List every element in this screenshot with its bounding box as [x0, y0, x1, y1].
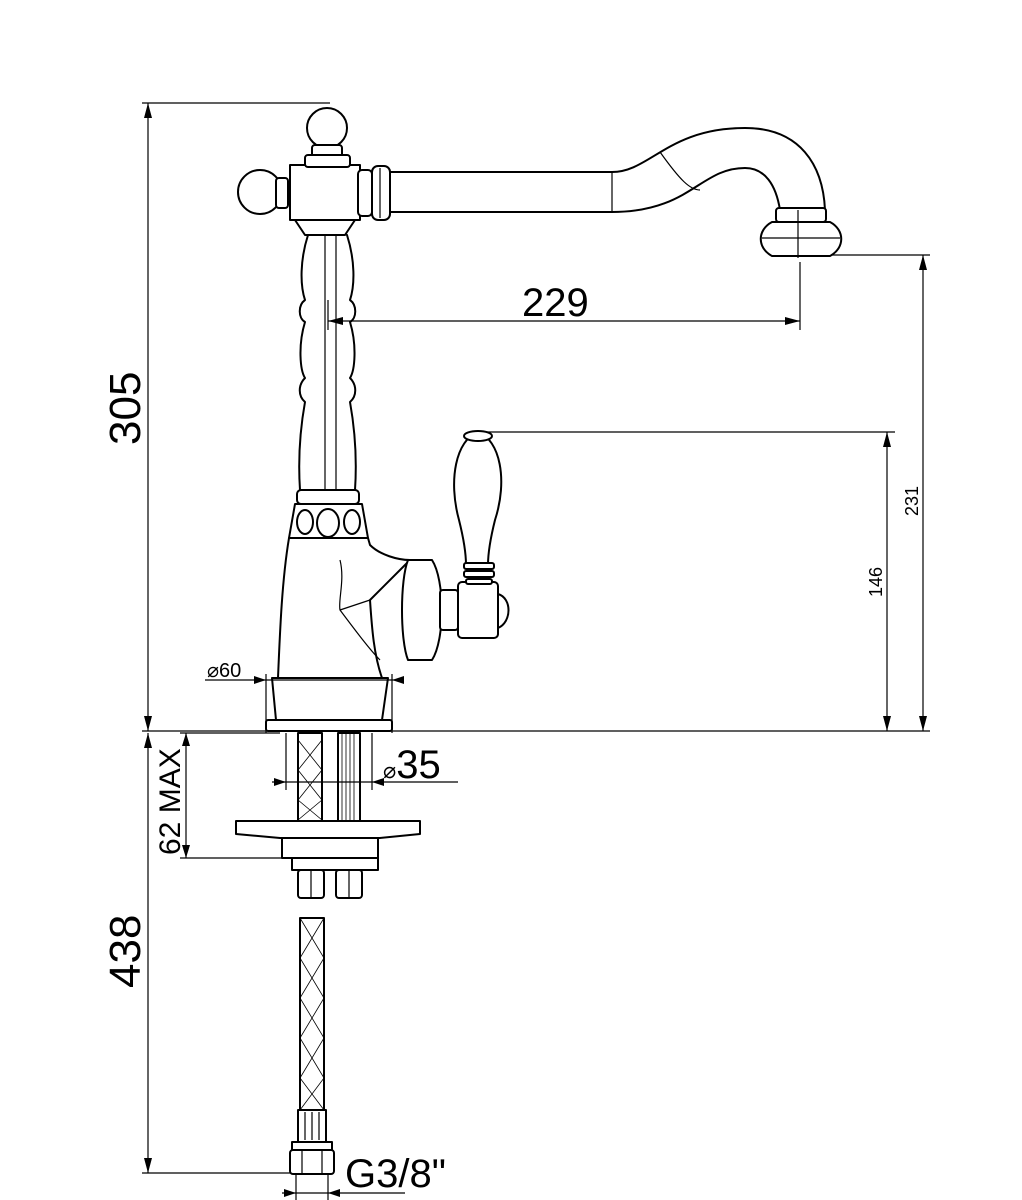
aerator: [759, 207, 843, 258]
label-base-diameter: ⌀60: [207, 660, 241, 682]
base: [271, 677, 389, 721]
label-hose-length: 438: [101, 915, 150, 988]
side-knob: [237, 169, 289, 215]
dim-spout-reach: [328, 317, 800, 325]
base-diameter-value: 60: [219, 660, 241, 682]
label-shank-diameter: ⌀35: [383, 743, 441, 787]
dim-thread: [282, 1189, 405, 1197]
mounting-plate: [235, 820, 421, 839]
mounting-kit: [235, 732, 421, 899]
dim-total-height: [144, 103, 152, 731]
top-knob: [306, 107, 348, 158]
diameter-symbol: ⌀: [207, 660, 219, 682]
hose-nut: [289, 1149, 335, 1175]
label-lever-height: 146: [866, 567, 886, 597]
shank-diameter-value: 35: [396, 743, 441, 787]
lever-handle: [453, 430, 503, 585]
spout-pipe: [389, 127, 826, 213]
diameter-symbol: ⌀: [383, 758, 396, 783]
dim-lever-height: [883, 432, 891, 731]
label-deck-thickness: 62 MAX: [154, 748, 187, 855]
label-spout-reach: 229: [522, 281, 589, 325]
label-spout-height: 231: [902, 486, 922, 516]
extension-lines: [142, 102, 930, 1174]
dim-spout-height: [919, 255, 927, 731]
label-total-height: 305: [101, 372, 150, 445]
dim-base-diameter: [205, 674, 404, 733]
flex-hose: [289, 917, 335, 1200]
dim-deck-thickness: [182, 733, 190, 858]
lower-body: [277, 537, 411, 679]
dim-hose-length: [144, 733, 152, 1173]
head-block: [289, 164, 361, 221]
faucet-body: [237, 107, 843, 732]
column: [298, 234, 357, 491]
dim-shank-diameter: [272, 733, 458, 790]
label-thread: G3/8": [345, 1152, 446, 1196]
